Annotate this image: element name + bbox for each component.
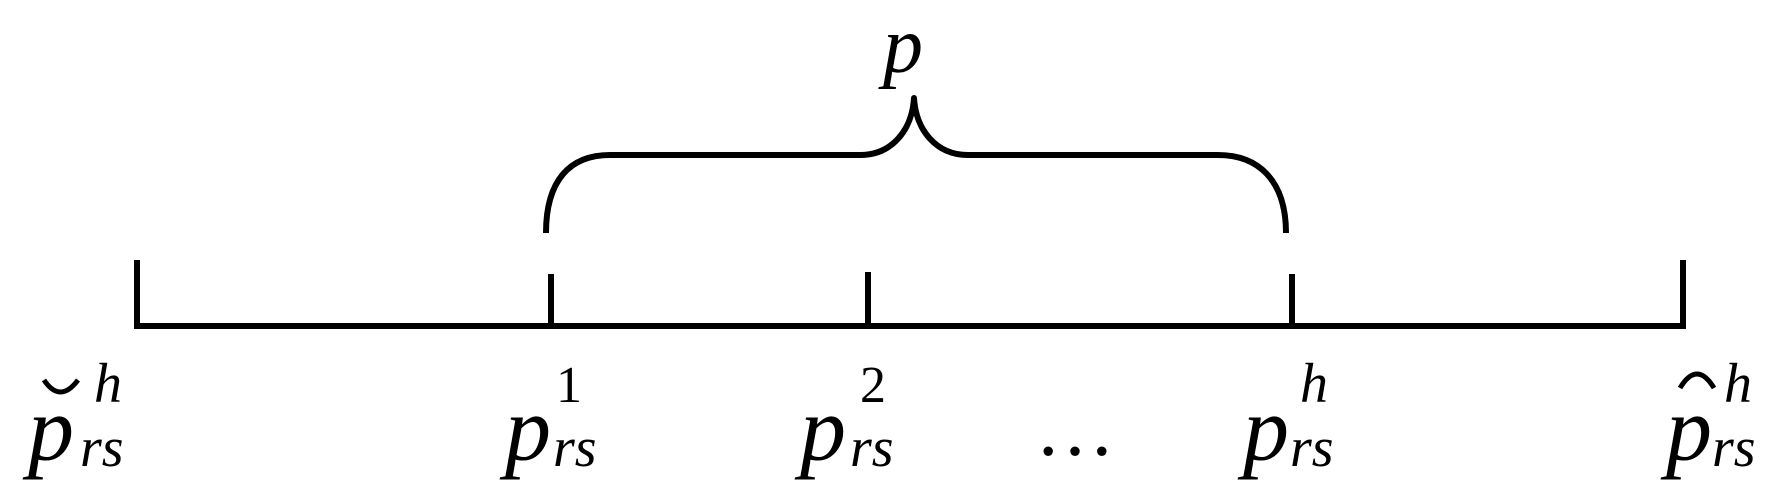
label-ph-sub: rs [1290,417,1334,479]
label-p2-base: p [794,378,846,480]
ellipsis: … [1035,385,1115,473]
label-p1: p 1 rs [499,357,597,480]
label-p2: p 2 rs [794,357,894,480]
label-upper-bound-base: p [1660,378,1712,480]
label-p1-sub: rs [553,417,597,479]
label-ph-sup: h [1300,353,1328,415]
label-lower-bound: p h rs [22,353,124,480]
label-upper-bound-sub: rs [1712,417,1756,479]
label-lower-bound-sup: h [94,353,122,415]
label-lower-bound-sub: rs [80,417,124,479]
breve-accent [41,378,80,395]
label-p1-sup: 1 [556,357,582,414]
brace-label: p [878,2,923,90]
label-p2-sup: 2 [860,357,886,414]
label-p2-sub: rs [850,417,894,479]
label-ph-base: p [1237,378,1289,480]
label-p1-base: p [499,378,551,480]
curly-brace [543,95,1289,234]
label-upper-bound-sup: h [1724,353,1752,415]
label-upper-bound: p h rs [1660,353,1756,480]
label-lower-bound-base: p [22,378,74,480]
label-ph: p h rs [1237,353,1334,480]
hat-accent [1677,371,1717,390]
